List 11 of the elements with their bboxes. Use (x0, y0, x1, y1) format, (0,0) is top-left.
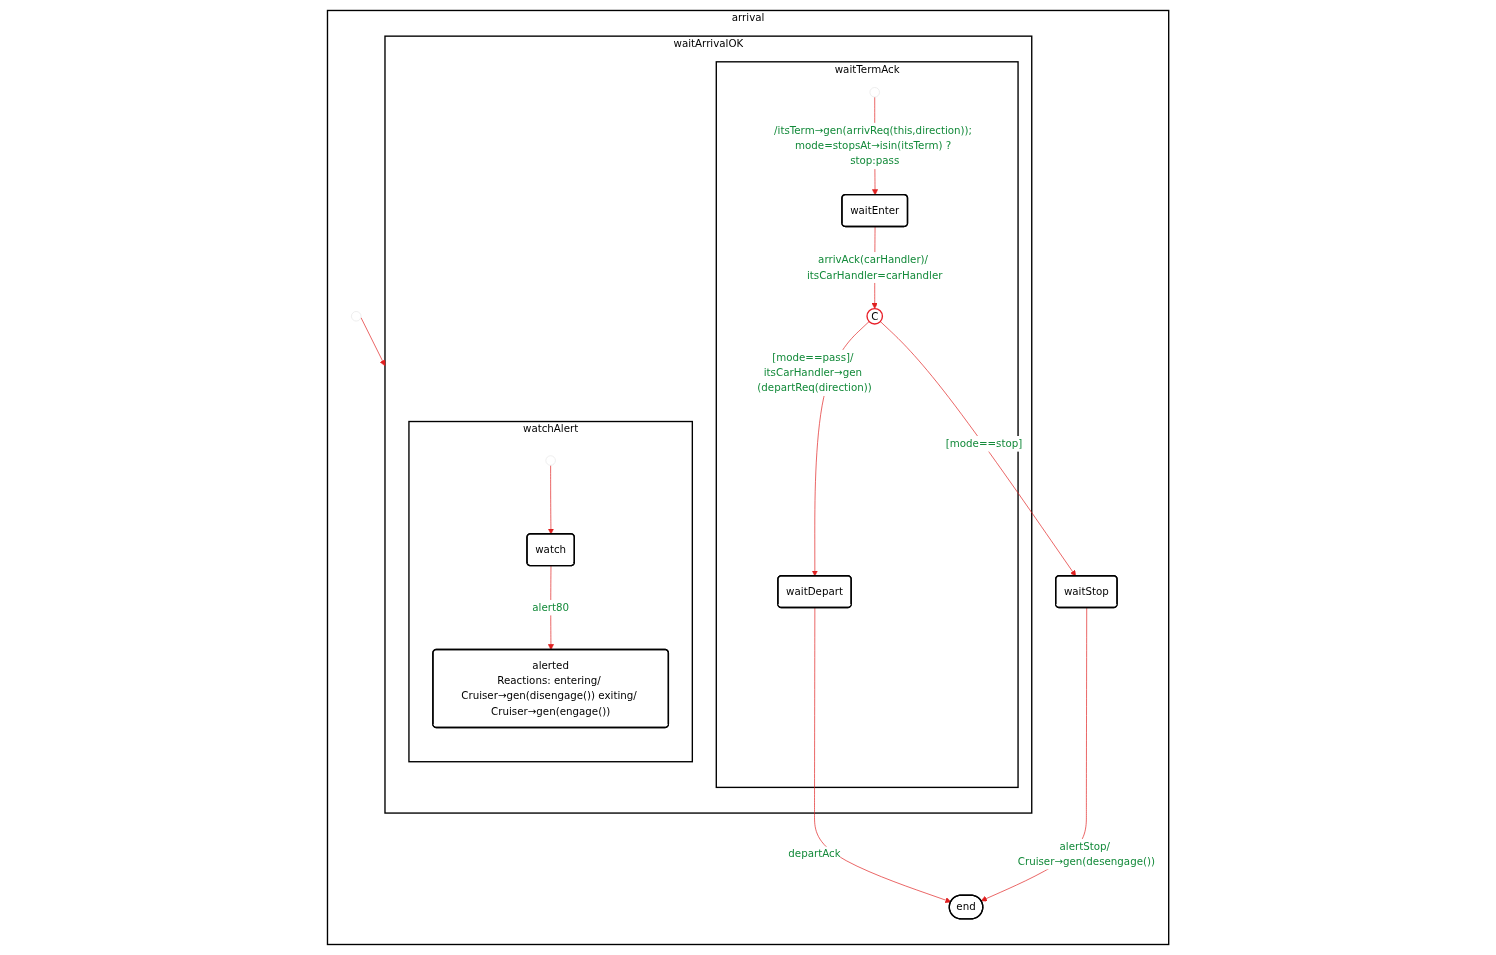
edge-label: arrivAck(carHandler)/ itsCarHandler=carHandler (806, 253, 943, 282)
edge-label: [mode==stop] (945, 437, 1023, 450)
edge-label: alertStop/ Cruiser→gen(desengage()) (1017, 840, 1155, 868)
edge-label: /itsTerm→gen(arrivReq(this,direction)); mode=stopsAt→isin(itsTerm) ? stop:pass (774, 124, 972, 168)
node-circle (351, 311, 362, 322)
node-circle (869, 87, 880, 98)
node-circle: C (866, 307, 883, 325)
node-circle (545, 455, 556, 466)
edge-label: departAck (788, 847, 841, 861)
edge-label: alert80 (532, 601, 569, 614)
edge-label: [mode==pass]/ itsCarHandler→gen (departReq(direction)) (757, 351, 872, 395)
